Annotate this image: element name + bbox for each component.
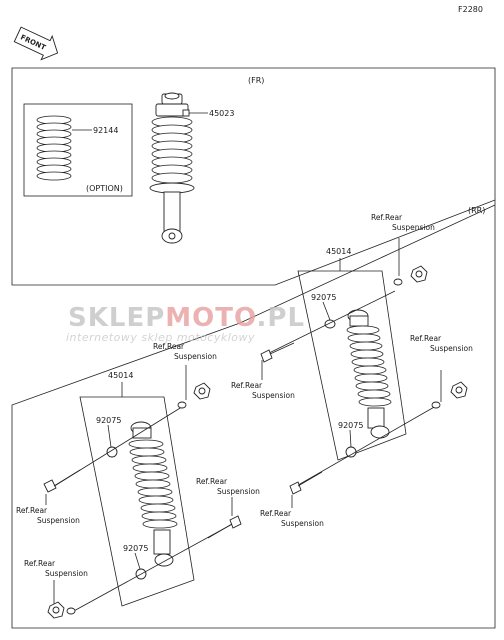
rear-right-bottom-bolt: [289, 471, 323, 495]
ref-label-center-lower: Ref.Rear Suspension: [196, 477, 260, 496]
option-spring-frame: [23, 103, 133, 197]
rear-right-top-bolt: [260, 342, 295, 363]
front-section-tag: (FR): [248, 76, 264, 85]
svg-text:Ref.Rear: Ref.Rear: [410, 334, 442, 343]
svg-text:Ref.Rear: Ref.Rear: [260, 509, 292, 518]
svg-text:Suspension: Suspension: [252, 391, 295, 400]
ref-label-center-upper: Ref.Rear Suspension: [153, 342, 217, 361]
ref-label-top-right: Ref.Rear Suspension: [371, 213, 435, 232]
ref-label-bottom-left: Ref.Rear Suspension: [24, 559, 88, 578]
svg-text:Ref.Rear: Ref.Rear: [196, 477, 228, 486]
watermark-part2: MOTO: [165, 303, 256, 333]
rear-section: (RR) 45014: [11, 200, 496, 629]
rear-left-top-nut: [177, 382, 211, 409]
front-section-frame: [11, 67, 496, 286]
front-direction-arrow: FRONT: [13, 26, 59, 61]
rear-right-shock-absorber: [346, 309, 392, 439]
rear-left-bottom-bolt: [207, 515, 242, 539]
ref-label-center-bolt: Ref.Rear Suspension: [231, 381, 295, 400]
watermark-part1: SKLEP: [68, 303, 165, 333]
collar-label-upper-right: 92075: [311, 293, 336, 302]
svg-text:Suspension: Suspension: [217, 487, 260, 496]
rear-right-assembly-outline: [297, 270, 407, 461]
rear-right-top-nut: [393, 265, 428, 286]
svg-text:Suspension: Suspension: [281, 519, 324, 528]
watermark-part3: .PL: [257, 303, 306, 333]
ref-label-right-lower-bolt: Ref.Rear Suspension: [260, 509, 324, 528]
ref-label-left: Ref.Rear Suspension: [16, 506, 80, 525]
rear-left-assembly-outline: [79, 396, 195, 607]
svg-text:Ref.Rear: Ref.Rear: [153, 342, 185, 351]
rear-left-shock-part-number: 45014: [108, 371, 133, 380]
front-section: (FR) 92144 (OPTION): [11, 67, 496, 286]
svg-text:Ref.Rear: Ref.Rear: [16, 506, 48, 515]
collar-label-upper-left: 92075: [96, 416, 121, 425]
option-spring: [36, 115, 72, 181]
rear-left-shock-absorber: [128, 421, 178, 567]
svg-text:Ref.Rear: Ref.Rear: [371, 213, 403, 222]
svg-text:Suspension: Suspension: [37, 516, 80, 525]
option-spring-part-number: 92144: [93, 126, 118, 135]
watermark-subtitle: internetowy sklep motocyklowy: [66, 331, 255, 344]
ref-label-right: Ref.Rear Suspension: [410, 334, 473, 353]
diagram-code: F2280: [458, 5, 483, 14]
svg-text:Ref.Rear: Ref.Rear: [231, 381, 263, 390]
rear-right-bottom-nut: [431, 381, 468, 409]
option-note: (OPTION): [86, 184, 123, 193]
rear-right-shock-part-number: 45014: [326, 247, 351, 256]
svg-text:Suspension: Suspension: [430, 344, 473, 353]
rear-section-frame: [11, 200, 496, 629]
rear-left-bottom-nut: [47, 601, 76, 619]
svg-text:Suspension: Suspension: [392, 223, 435, 232]
front-shock-absorber: [149, 92, 195, 244]
front-shock-part-number: 45023: [209, 109, 234, 118]
svg-text:Suspension: Suspension: [174, 352, 217, 361]
svg-text:SKLEPMOTO.PL: SKLEPMOTO.PL: [68, 303, 305, 333]
collar-label-lower-left: 92075: [123, 544, 148, 553]
svg-text:Ref.Rear: Ref.Rear: [24, 559, 56, 568]
rear-section-tag: (RR): [468, 206, 485, 215]
collar-label-lower-right: 92075: [338, 421, 363, 430]
watermark: SKLEPMOTO.PL internetowy sklep motocyklo…: [66, 303, 305, 344]
svg-text:Suspension: Suspension: [45, 569, 88, 578]
rear-left-top-bolt: [43, 469, 81, 493]
